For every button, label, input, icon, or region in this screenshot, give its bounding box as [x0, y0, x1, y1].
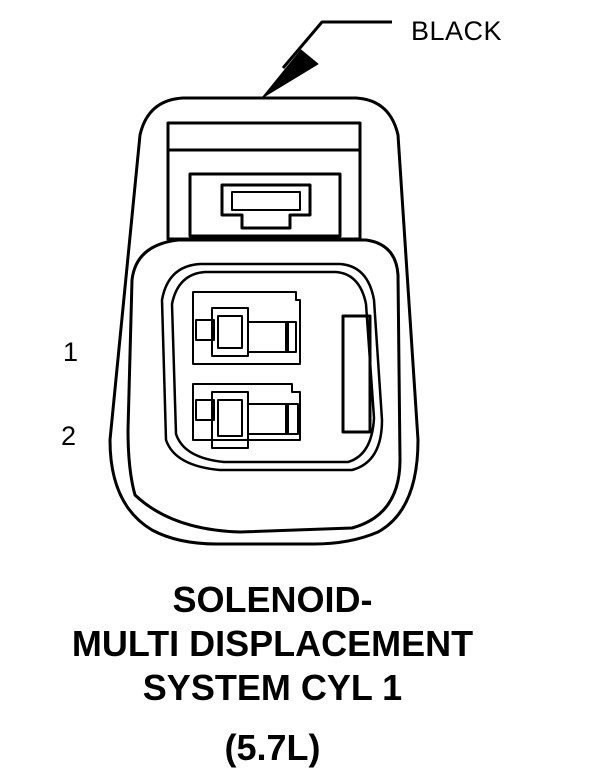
terminal-pin-1 — [192, 291, 301, 365]
title-line-1: SOLENOID- — [172, 579, 373, 620]
latch-window — [188, 172, 342, 238]
cavity-outline-outer — [160, 262, 384, 472]
engine-variant: (5.7L) — [224, 727, 321, 768]
leader-line — [281, 20, 392, 69]
title-line-2: MULTI DISPLACEMENT — [71, 623, 474, 664]
side-lock-bar — [341, 314, 372, 434]
cavity-outline-inner — [170, 270, 376, 464]
connector-housing-inner — [126, 238, 402, 534]
pin-number-2: 2 — [61, 421, 77, 451]
connector-color-label: BLACK — [411, 16, 503, 46]
component-title: SOLENOID- MULTI DISPLACEMENT SYSTEM CYL … — [0, 578, 545, 710]
title-line-3: SYSTEM CYL 1 — [142, 667, 403, 708]
pin-number-1: 1 — [63, 337, 79, 367]
terminal-pin-2 — [192, 383, 301, 449]
latch-tab — [220, 183, 312, 230]
latch-tab-inner — [231, 191, 301, 211]
connector-housing-outer — [108, 96, 420, 546]
latch-frame — [166, 121, 362, 241]
leader-arrowhead — [261, 49, 319, 99]
